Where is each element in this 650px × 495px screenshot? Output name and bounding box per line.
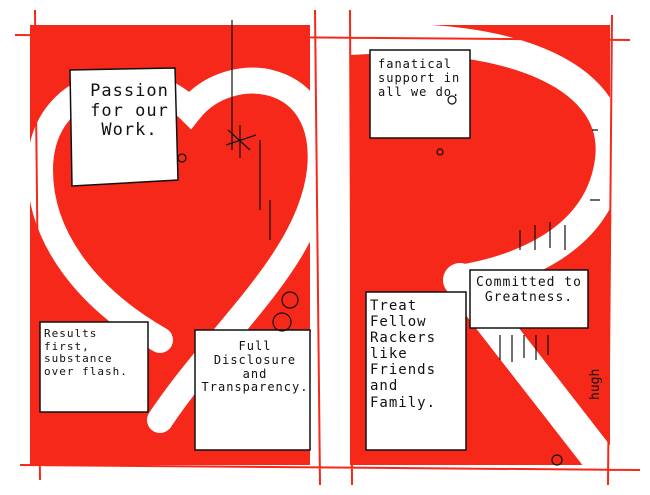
note-treat: Treat Fellow Rackers like Friends and Fa…	[370, 298, 437, 411]
ink-doodles	[177, 20, 600, 466]
heart-outline-band	[26, 67, 334, 433]
frame-lines	[14, 9, 641, 486]
artist-signature: hugh	[588, 368, 603, 400]
note-disclosure: Full Disclosure and Transparency.	[201, 339, 309, 395]
note-box-support	[369, 49, 471, 139]
note-results: Results first, substance over flash.	[44, 327, 128, 378]
note-committed: Committed to Greatness.	[476, 275, 582, 305]
note-box-treat	[365, 291, 467, 451]
note-box-passion	[69, 67, 179, 187]
note-box-committed	[469, 269, 589, 329]
note-passion: Passion for our Work.	[90, 81, 169, 141]
note-support: fanatical support in all we do.	[378, 57, 461, 99]
note-box-disclosure	[194, 329, 311, 451]
note-box-results	[39, 321, 149, 413]
